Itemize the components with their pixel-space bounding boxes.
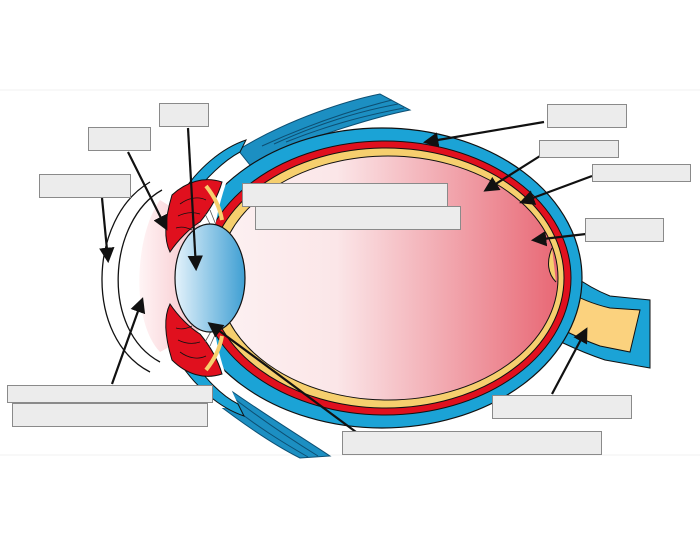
arrow-iris: [127, 151, 168, 231]
label-box-8[interactable]: [592, 164, 691, 182]
label-box-7[interactable]: [539, 140, 619, 158]
arrow-retina: [519, 174, 593, 205]
arrow-aqueous: [110, 297, 146, 385]
upper-muscle: [237, 93, 412, 166]
arrow-fovea: [530, 230, 587, 247]
label-box-10[interactable]: [7, 385, 213, 403]
label-box-4[interactable]: [242, 183, 448, 207]
label-box-2[interactable]: [88, 127, 151, 151]
label-box-11[interactable]: [12, 403, 208, 427]
label-box-3[interactable]: [39, 174, 131, 198]
label-box-6[interactable]: [547, 104, 627, 128]
pointer-arrows: [99, 120, 593, 433]
label-box-5[interactable]: [255, 206, 461, 230]
ciliary-body-bottom: [165, 303, 224, 377]
label-box-13[interactable]: [342, 431, 602, 455]
label-box-12[interactable]: [492, 395, 632, 419]
arrow-optic-nerve: [551, 327, 588, 395]
label-box-1[interactable]: [159, 103, 209, 127]
arrow-lens: [186, 127, 203, 272]
arrow-sclera: [422, 120, 545, 148]
label-box-9[interactable]: [585, 218, 664, 242]
arrow-choroid: [483, 155, 541, 192]
lens: [174, 223, 246, 333]
fovea: [548, 247, 557, 283]
cornea: [117, 189, 163, 363]
arrow-cornea: [99, 197, 115, 264]
arrow-ligament: [207, 322, 357, 433]
cornea-outer: [101, 181, 151, 373]
